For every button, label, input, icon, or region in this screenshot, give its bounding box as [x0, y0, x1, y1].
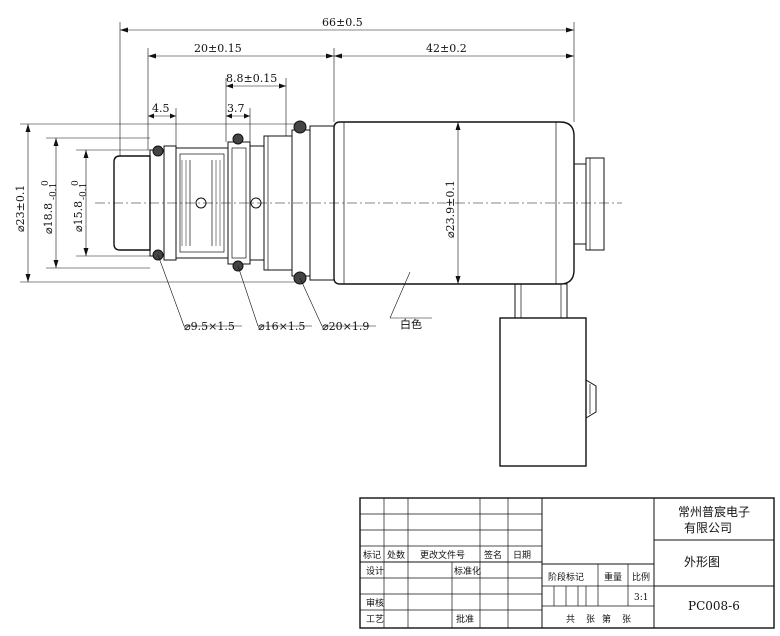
- tb-company-line1: 常州普宸电子: [678, 504, 750, 519]
- oring-label-2: ⌀16×1.5: [258, 320, 305, 333]
- orifice-hole-2: [250, 197, 262, 209]
- tb-date: 日期: [513, 550, 531, 561]
- oring-label-3: ⌀20×1.9: [322, 320, 369, 333]
- dim-seat-diameter: ⌀18.8: [42, 203, 55, 234]
- tb-scale: 3:1: [634, 593, 648, 603]
- dim-body-diameter: ⌀23.9±0.1: [444, 180, 457, 238]
- dim-body-length: 42±0.2: [426, 42, 467, 55]
- dim-groove-spacing: 8.8±0.15: [226, 72, 277, 85]
- tb-standardize: 标准化: [454, 565, 481, 577]
- tb-ratio: 比例: [632, 571, 650, 583]
- dim-overall-length: 66±0.5: [322, 16, 363, 29]
- title-block: 标记 处数 更改文件号 签名 日期 设计 标准化 审核 工艺 批准 阶段标记 重…: [359, 497, 775, 629]
- color-note: 白色: [400, 317, 422, 331]
- dim-front-length: 20±0.15: [194, 42, 242, 55]
- tb-total: 共: [566, 614, 575, 625]
- o-rings: [152, 120, 307, 285]
- tb-approve: 批准: [456, 613, 474, 625]
- tb-change-doc: 更改文件号: [420, 549, 465, 561]
- dim-inner-diameter: ⌀15.8: [72, 201, 85, 232]
- dim-outer-diameter: ⌀23±0.1: [14, 185, 27, 232]
- connector: [499, 283, 597, 467]
- dim-seat-tolerance: 0-0.1: [41, 180, 59, 200]
- oring-9-5-top: [152, 145, 164, 157]
- dim-inner-tolerance: 0-0.1: [71, 180, 89, 200]
- tb-sheets: 张: [586, 614, 595, 625]
- oring-label-1: ⌀9.5×1.5: [184, 320, 235, 333]
- tb-process: 工艺: [366, 614, 384, 625]
- oring-leaders: ⌀9.5×1.5 ⌀16×1.5 ⌀20×1.9 白色: [157, 254, 432, 333]
- tb-stage-mark: 阶段标记: [548, 571, 584, 583]
- tb-part-number: PC008-6: [688, 599, 740, 613]
- tb-review: 审核: [366, 597, 384, 609]
- tb-mark: 标记: [363, 549, 381, 561]
- tb-sheet-unit: 张: [622, 614, 631, 625]
- orifice-hole-1: [195, 197, 207, 209]
- tb-drawing-title: 外形图: [684, 555, 720, 569]
- tb-design: 设计: [366, 565, 384, 577]
- oring-20-top: [293, 120, 307, 134]
- tb-weight: 重量: [604, 571, 622, 583]
- oring-16-top: [232, 133, 244, 145]
- tb-company-line2: 有限公司: [684, 521, 732, 535]
- tb-sheet-no: 第: [602, 613, 611, 625]
- horizontal-dimensions: 66±0.5 20±0.15 42±0.2 8.8±0.15 4.5 3.7: [119, 16, 575, 156]
- tb-sign: 签名: [484, 549, 502, 561]
- tb-count: 处数: [387, 549, 405, 561]
- vertical-dimensions: ⌀23±0.1 ⌀18.8 0-0.1 ⌀15.8 0-0.1 ⌀23.9±0.…: [14, 122, 461, 284]
- dim-first-groove: 4.5: [152, 102, 170, 115]
- dim-groove-width: 3.7: [227, 102, 245, 115]
